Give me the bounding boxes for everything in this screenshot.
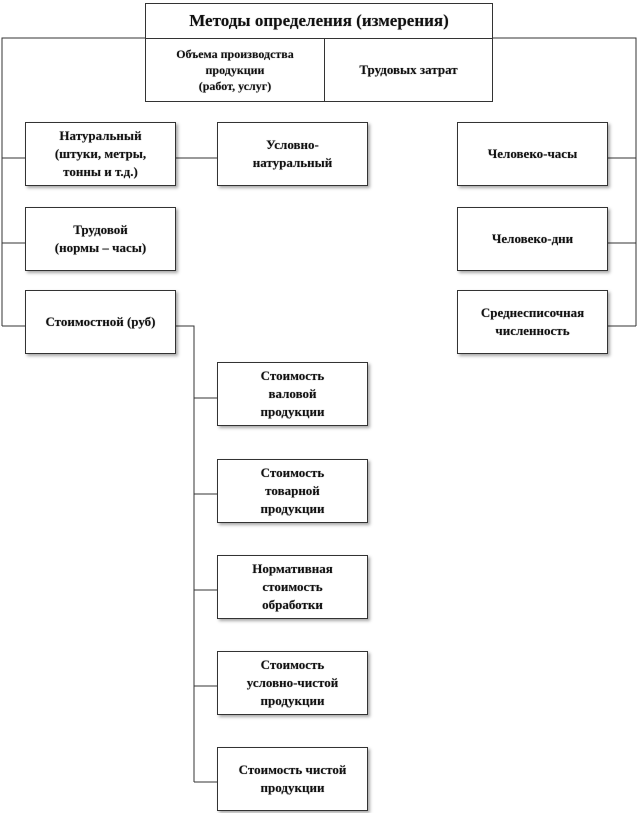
man-hours-box: Человеко-часы: [457, 122, 608, 186]
cost-bus-line: [176, 325, 195, 782]
volume-production-label: Объема производства продукции (работ, ус…: [176, 47, 294, 93]
man-days-box: Человеко-дни: [457, 207, 608, 271]
right-bus-line: [493, 37, 637, 326]
conditional-net-output-cost-box: Стоимость условно-чистой продукции: [217, 651, 368, 715]
conditional-natural-method-box: Условно- натуральный: [217, 122, 368, 186]
diagram-title: Методы определения (измерения): [145, 3, 493, 39]
left-bus-line: [1, 37, 145, 326]
cost-method-box: Стоимостной (руб): [25, 290, 176, 354]
commodity-output-cost-box: Стоимость товарной продукции: [217, 459, 368, 523]
gross-output-cost-box: Стоимость валовой продукции: [217, 362, 368, 426]
header-lower-block: [145, 38, 493, 102]
average-headcount-box: Среднесписочная численность: [457, 290, 608, 354]
labor-method-box: Трудовой (нормы – часы): [25, 207, 176, 271]
natural-method-box: Натуральный (штуки, метры, тонны и т.д.): [25, 122, 176, 186]
normative-processing-cost-box: Нормативная стоимость обработки: [217, 555, 368, 619]
labor-costs-label: Трудовых затрат: [359, 62, 458, 77]
net-output-cost-box: Стоимость чистой продукции: [217, 747, 368, 811]
header-divider: [324, 38, 325, 102]
